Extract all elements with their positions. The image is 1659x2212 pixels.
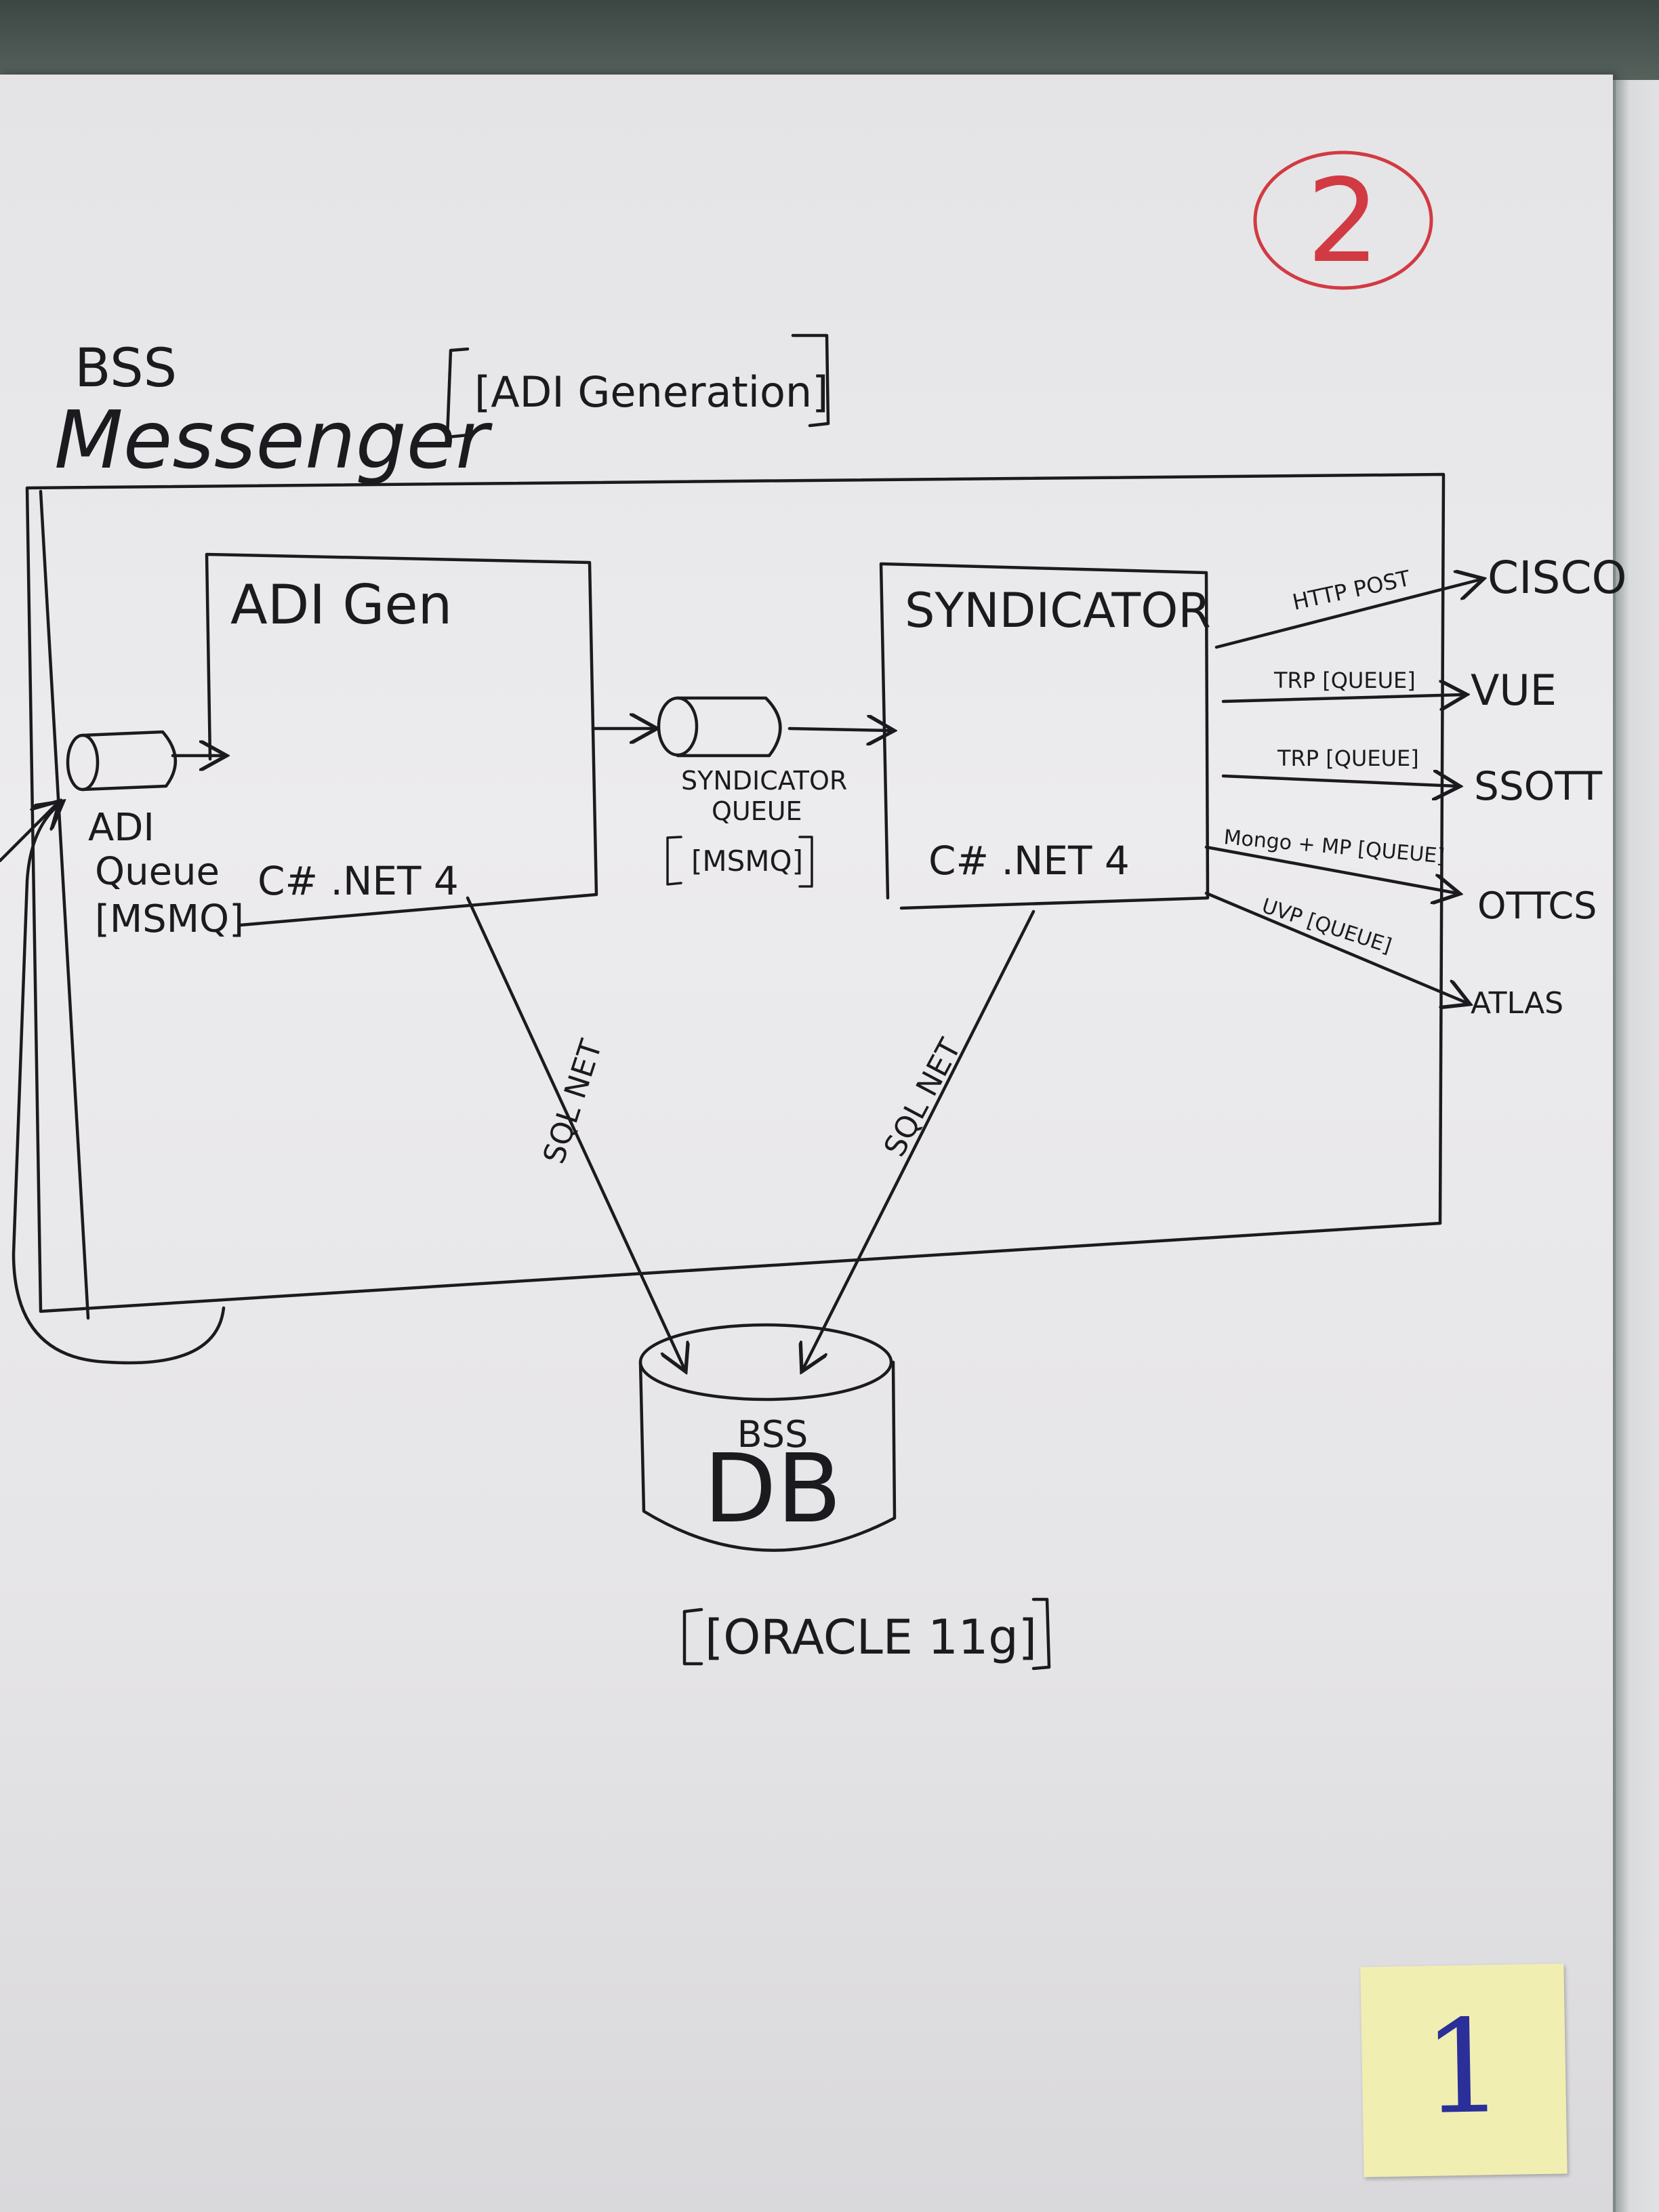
- adi-queue-loop: [12, 803, 226, 1365]
- svg-text:OTTCS: OTTCS: [1477, 884, 1597, 927]
- adi-gen-tech: C# .NET 4: [258, 858, 459, 904]
- svg-text:ATLAS: ATLAS: [1471, 986, 1563, 1021]
- svg-text:VUE: VUE: [1471, 665, 1557, 715]
- page-number-circle: [1253, 150, 1433, 290]
- sticky-note: 1: [1360, 1963, 1568, 2177]
- syndicator-queue-label-line3: [MSMQ]: [691, 844, 803, 878]
- output-ssott: TRP [QUEUE] SSOTT: [1221, 745, 1603, 809]
- messenger-boundary-left-edge: [39, 489, 90, 1320]
- syndicator-queue-icon: [657, 696, 782, 758]
- title-tag: [ADI Generation]: [474, 367, 828, 417]
- syndicator-queue-label-line2: QUEUE: [712, 796, 802, 826]
- syndicator-queue-bracket-left: [666, 836, 682, 886]
- syndicator-box: [879, 562, 1210, 910]
- output-vue: TRP [QUEUE] VUE: [1221, 665, 1557, 715]
- svg-text:UVP [QUEUE]: UVP [QUEUE]: [1259, 894, 1395, 958]
- adi-queue-label-line3: [MSMQ]: [95, 897, 244, 941]
- svg-text:TRP [QUEUE]: TRP [QUEUE]: [1273, 668, 1416, 693]
- svg-text:SSOTT: SSOTT: [1474, 763, 1603, 809]
- title-tag-bracket-right: [791, 333, 830, 428]
- flipchart-sheet: [0, 75, 1613, 2212]
- title-tag-bracket-left: [445, 347, 470, 439]
- wall-background: [0, 0, 1659, 88]
- adjacent-flipchart-sheet: [1613, 80, 1659, 2212]
- syndicator-tech: C# .NET 4: [928, 838, 1130, 884]
- sticky-note-number: 1: [1421, 1991, 1507, 2144]
- svg-text:CISCO: CISCO: [1488, 552, 1626, 604]
- database-engine-bracket-right: [1031, 1597, 1051, 1671]
- output-cisco: HTTP POST CISCO: [1214, 552, 1626, 649]
- adi-queue-icon: [66, 730, 177, 792]
- syndicator-title: SYNDICATOR: [905, 583, 1211, 638]
- external-input-arrow: [0, 803, 58, 863]
- svg-text:HTTP POST: HTTP POST: [1290, 565, 1413, 615]
- syndicator-queue-label-line1: SYNDICATOR: [681, 766, 847, 796]
- syndicator-queue-bracket-right: [798, 836, 813, 888]
- syndicator-queue-to-syndicator-arrow: [787, 729, 891, 731]
- adi-gen-title: ADI Gen: [230, 573, 452, 636]
- messenger-boundary: [25, 472, 1446, 1313]
- adi-queue-label-line1: ADI: [88, 806, 155, 850]
- adi-to-db-connection: [466, 896, 684, 1369]
- database-engine: [ORACLE 11g]: [705, 1610, 1037, 1665]
- title-line2: Messenger: [54, 393, 493, 487]
- svg-text:TRP [QUEUE]: TRP [QUEUE]: [1277, 745, 1419, 771]
- database-label-big: DB: [703, 1434, 842, 1544]
- page-number: 2: [1307, 155, 1380, 289]
- adi-queue-label-line2: Queue: [95, 850, 220, 894]
- database-cylinder: [638, 1323, 897, 1552]
- database-label-small: BSS: [737, 1413, 808, 1456]
- syndicator-to-db-connection: [803, 909, 1036, 1369]
- syndicator-to-db-label: SQL NET: [878, 1033, 968, 1163]
- svg-text:Mongo + MP [QUEUE]: Mongo + MP [QUEUE]: [1223, 825, 1446, 868]
- title-line1: BSS: [75, 338, 177, 399]
- adi-to-db-label: SQL NET: [537, 1036, 609, 1168]
- database-engine-bracket-left: [682, 1607, 703, 1666]
